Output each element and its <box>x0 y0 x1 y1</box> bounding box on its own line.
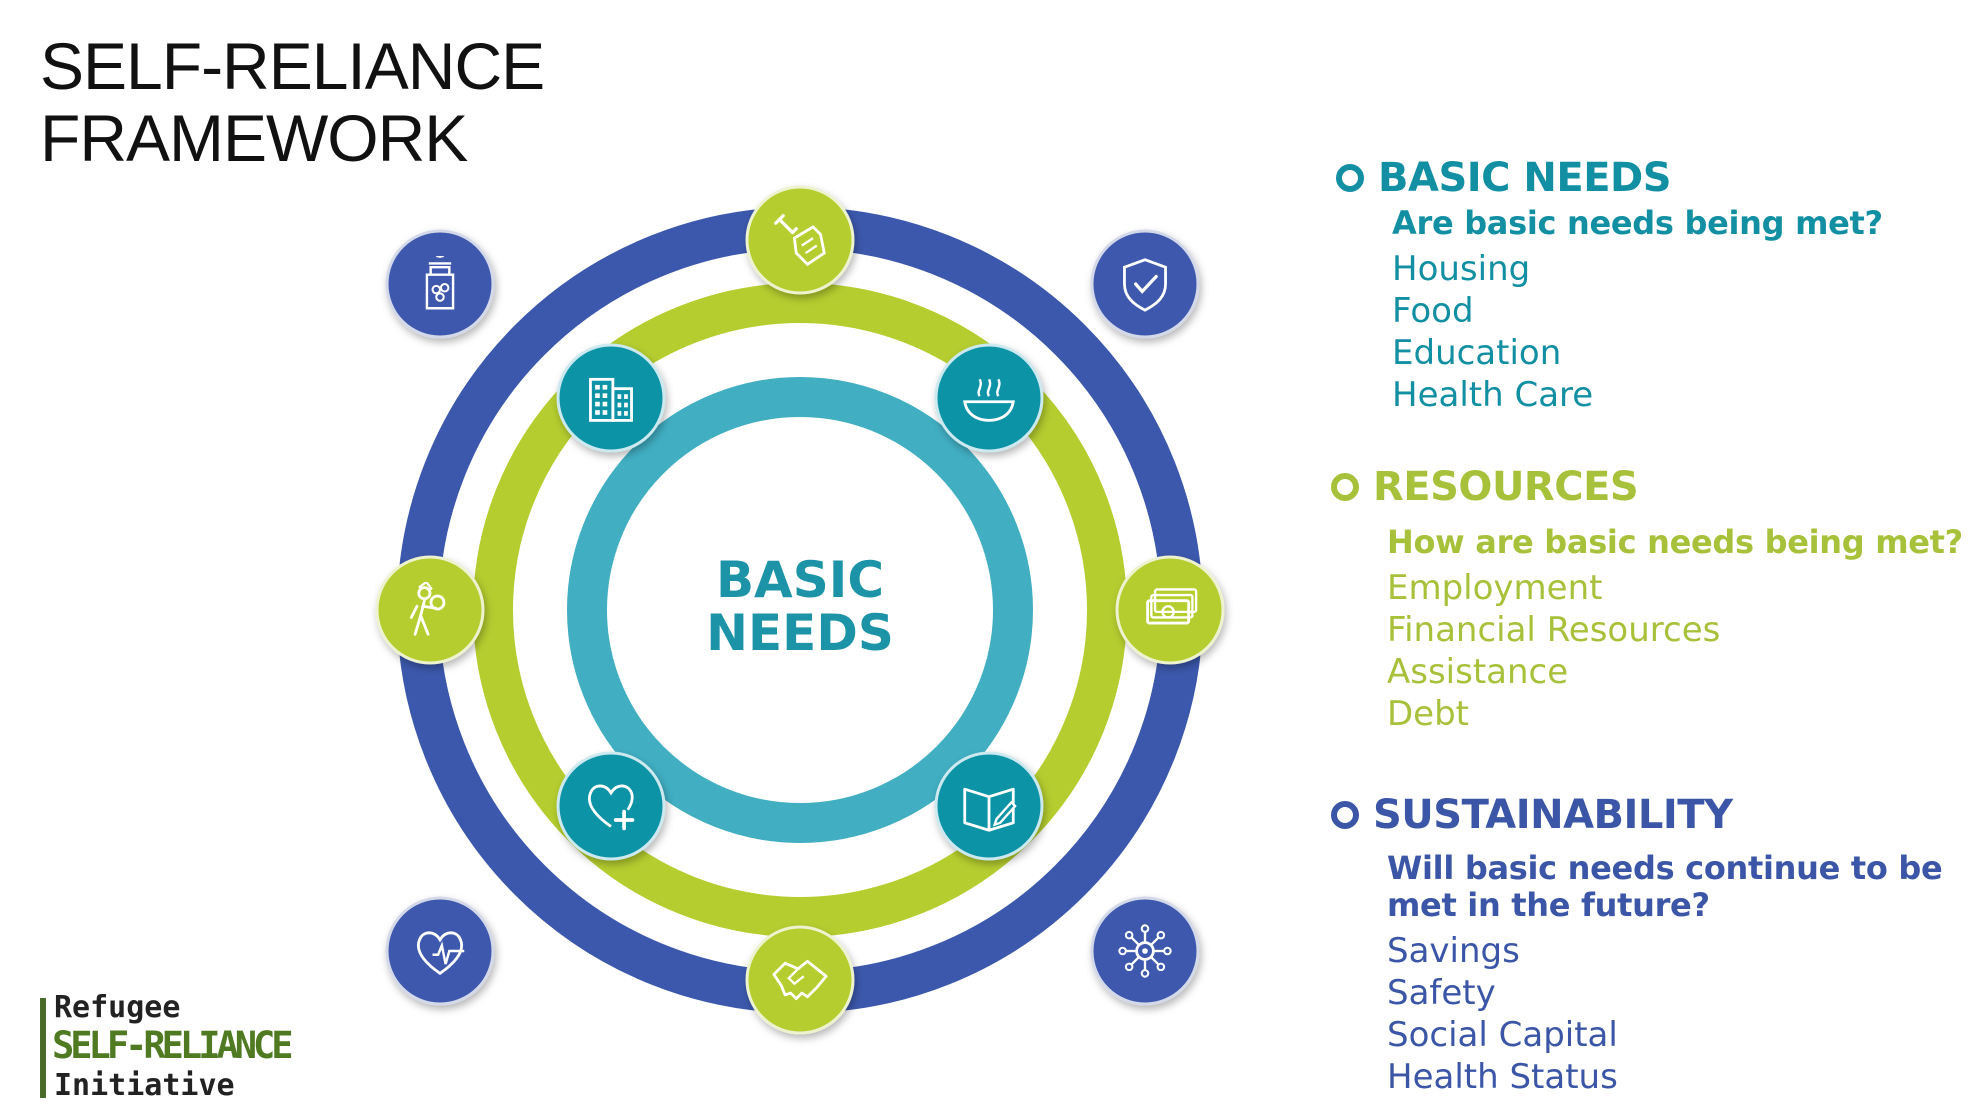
section-question: Will basic needs continue to be met in t… <box>1387 850 1981 924</box>
section-title: RESOURCES <box>1373 464 1639 510</box>
outer-node-network <box>1090 896 1200 1006</box>
question-line-1: Will basic needs continue to be <box>1387 849 1943 887</box>
money-icon <box>1146 588 1198 625</box>
page-title: SELF-RELIANCE FRAMEWORK <box>40 29 545 175</box>
list-item: Social Capital <box>1387 1015 1618 1055</box>
section-header: SUSTAINABILITY <box>1331 790 1981 840</box>
logo-line-2: SELF-RELIANCE <box>52 1024 294 1067</box>
outer-node-shield <box>1090 229 1200 339</box>
list-item: Assistance <box>1387 652 1569 692</box>
title-line-1: SELF-RELIANCE <box>40 29 545 103</box>
list-item: Debt <box>1387 694 1470 734</box>
inner-node-building <box>556 343 666 453</box>
list-item: Financial Resources <box>1387 610 1721 650</box>
section-title: BASIC NEEDS <box>1378 155 1672 201</box>
section-header: RESOURCES <box>1331 462 1981 512</box>
list-item: Employment <box>1387 568 1603 608</box>
inner-node-heart-plus <box>556 751 666 861</box>
section-item-list: Savings Safety Social Capital Health Sta… <box>1331 930 1981 1098</box>
outer-node-jar <box>385 229 495 339</box>
inner-node-food <box>934 343 1044 453</box>
middle-ring-resources <box>473 283 1127 937</box>
section-resources: RESOURCES How are basic needs being met?… <box>1331 462 1981 735</box>
inner-node-book <box>934 751 1044 861</box>
center-label-line-1: BASIC <box>716 551 884 609</box>
middle-node-tools <box>745 185 855 295</box>
logo-bar <box>40 998 46 1098</box>
middle-node-handshake <box>745 925 855 1035</box>
ring-bullet-icon <box>1336 164 1364 192</box>
list-item: Education <box>1392 333 1562 373</box>
center-label-line-2: NEEDS <box>706 604 894 662</box>
ring-bullet-icon <box>1331 473 1359 501</box>
middle-node-carry-child <box>375 555 485 665</box>
list-item: Health Care <box>1392 375 1594 415</box>
section-sustainability: SUSTAINABILITY Will basic needs continue… <box>1331 790 1981 1098</box>
section-item-list: Employment Financial Resources Assistanc… <box>1331 567 1981 735</box>
network-icon <box>1117 923 1173 979</box>
inner-ring-basic-needs <box>567 377 1033 843</box>
section-title: SUSTAINABILITY <box>1373 792 1733 838</box>
section-item-list: Housing Food Education Health Care <box>1336 248 1986 416</box>
section-header: BASIC NEEDS <box>1336 153 1986 203</box>
question-line-2: met in the future? <box>1387 886 1710 924</box>
logo-line-1: Refugee <box>54 990 181 1025</box>
list-item: Health Status <box>1387 1057 1618 1097</box>
list-item: Housing <box>1392 249 1531 289</box>
middle-node-money <box>1115 555 1225 665</box>
list-item: Savings <box>1387 931 1520 971</box>
outer-node-heart-pulse <box>385 896 495 1006</box>
section-question: Are basic needs being met? <box>1392 204 1883 242</box>
title-line-2: FRAMEWORK <box>40 101 468 175</box>
list-item: Safety <box>1387 973 1496 1013</box>
ring-bullet-icon <box>1331 801 1359 829</box>
section-basic-needs: BASIC NEEDS Are basic needs being met? H… <box>1336 153 1986 416</box>
logo-line-3: Initiative <box>54 1068 235 1103</box>
self-reliance-diagram: BASIC NEEDS <box>375 185 1225 1035</box>
section-question: How are basic needs being met? <box>1387 523 1963 561</box>
list-item: Food <box>1392 291 1474 331</box>
